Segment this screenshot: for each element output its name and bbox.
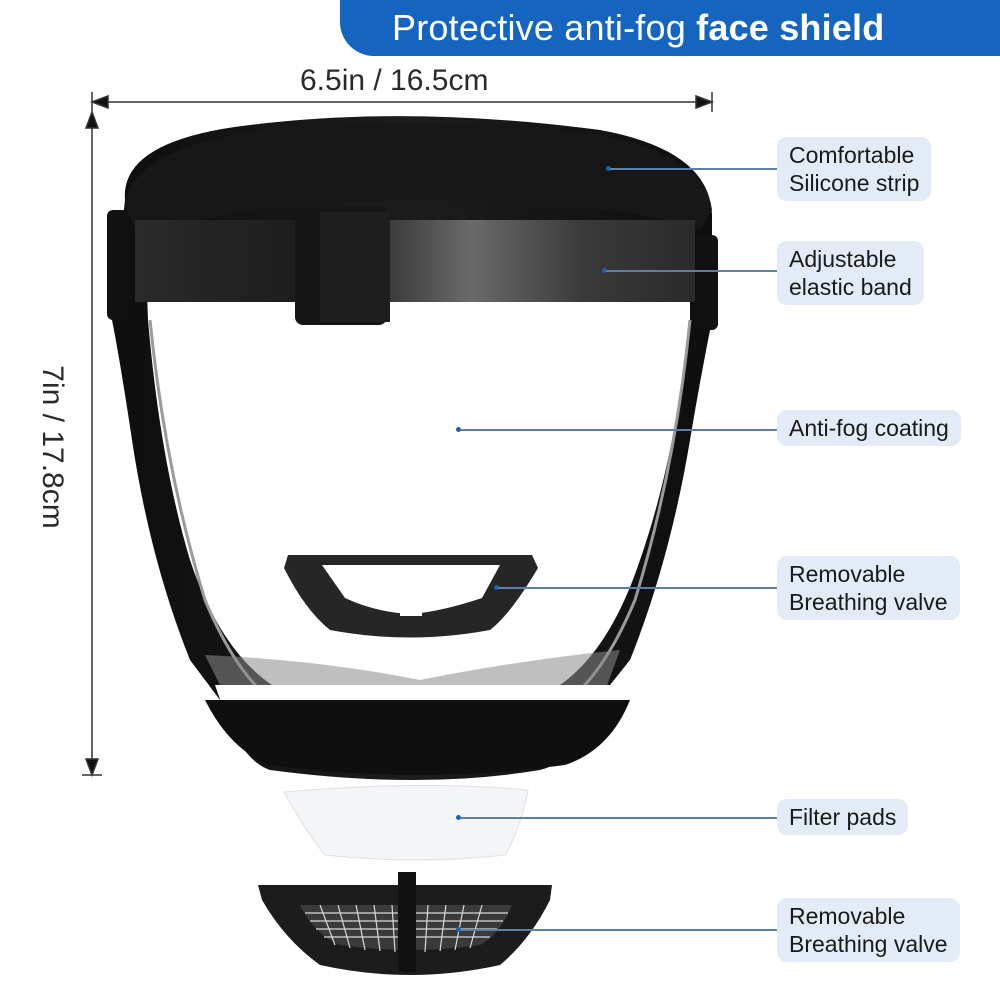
width-dimension-label: 6.5in / 16.5cm [300, 64, 489, 97]
leader-line-band [606, 270, 777, 272]
leader-line-silicone [610, 168, 777, 170]
callout-text-line1: Removable [789, 561, 906, 587]
callout-elastic-band: Adjustable elastic band [777, 241, 924, 305]
height-dimension-line [82, 109, 102, 778]
title-bold: face shield [696, 7, 885, 48]
filter-pad [283, 784, 529, 861]
callout-silicone-strip: Comfortable Silicone strip [777, 137, 932, 201]
leader-line-valve-frame [498, 587, 777, 589]
leader-line-antifog [460, 429, 777, 431]
width-dimension-line [89, 92, 715, 112]
leader-line-valve-cover [460, 929, 777, 931]
pointer-dot-antifog [456, 427, 461, 432]
callout-filter-pads: Filter pads [777, 799, 909, 835]
pointer-dot-valve-cover [456, 927, 461, 932]
pointer-dot-band [602, 268, 607, 273]
callout-text-line2: Breathing valve [789, 931, 948, 957]
chin-bar [205, 700, 630, 775]
callout-text-line1: Anti-fog coating [789, 415, 949, 441]
title-banner: Protective anti-fog face shield [340, 0, 1000, 56]
elastic-band [135, 220, 695, 302]
pointer-dot-valve-frame [494, 585, 499, 590]
callout-text-line1: Removable [789, 903, 906, 929]
pointer-dot-silicone [606, 166, 611, 171]
callout-text-line1: Filter pads [789, 804, 897, 830]
clear-lens [145, 226, 690, 685]
callout-anti-fog: Anti-fog coating [777, 410, 961, 446]
height-dimension-label: 7in / 17.8cm [36, 365, 69, 529]
callout-text-line2: Silicone strip [789, 170, 920, 196]
page-title: Protective anti-fog face shield [392, 7, 884, 49]
callout-breathing-valve-frame: Removable Breathing valve [777, 556, 960, 620]
callout-text-line2: elastic band [789, 274, 912, 300]
silicone-strip [125, 122, 712, 240]
leader-line-filter [460, 817, 777, 819]
pointer-dot-filter [456, 815, 461, 820]
callout-text-line2: Breathing valve [789, 589, 948, 615]
callout-text-line1: Adjustable [789, 246, 897, 272]
callout-breathing-valve-cover: Removable Breathing valve [777, 898, 960, 962]
callout-text-line1: Comfortable [789, 142, 915, 168]
title-regular: Protective anti-fog [392, 7, 697, 48]
